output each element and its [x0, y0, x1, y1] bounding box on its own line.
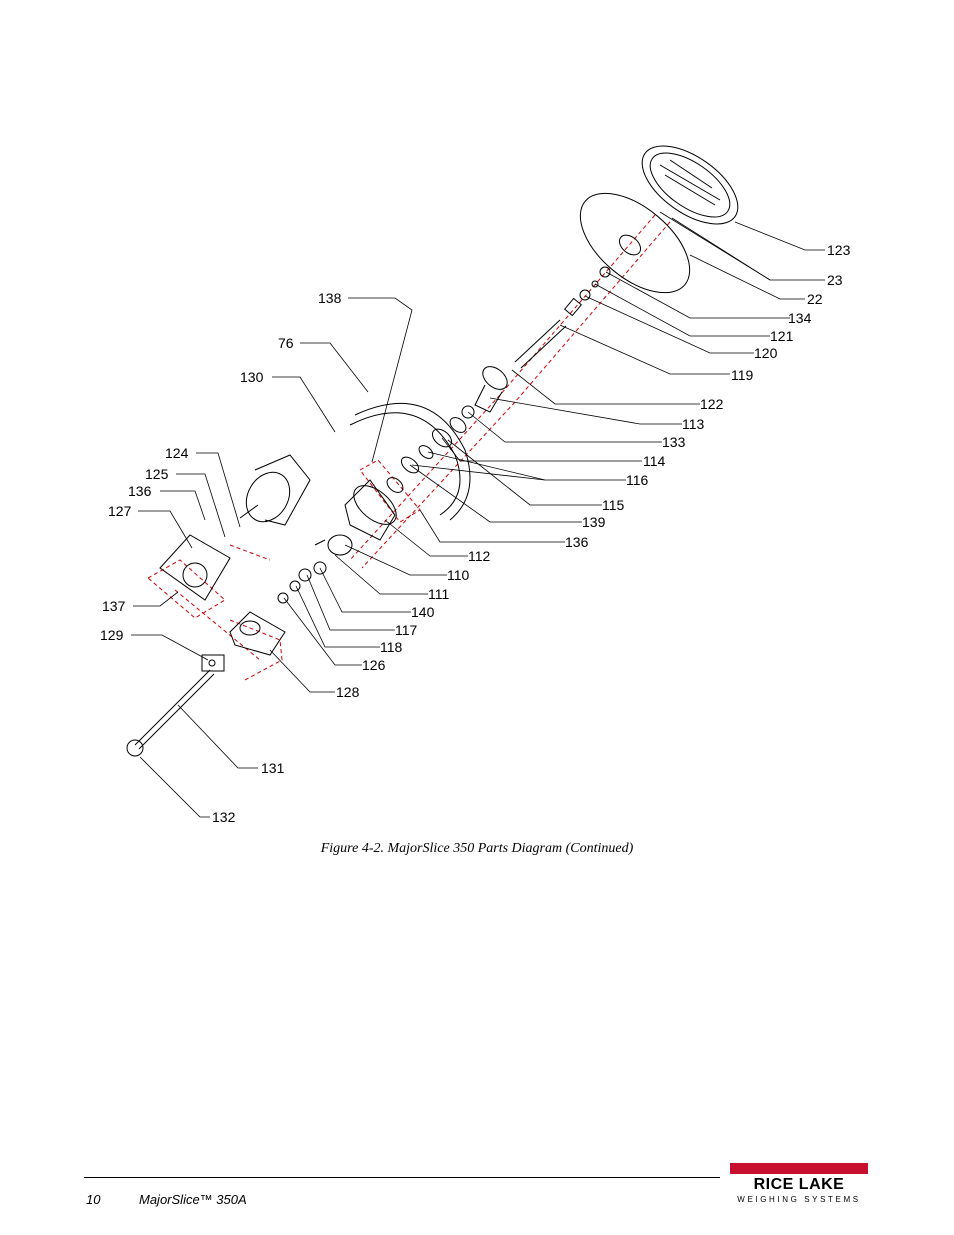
guard-plate — [641, 145, 739, 225]
callout-126: 126 — [362, 657, 386, 673]
callout-130: 130 — [240, 369, 264, 385]
motor — [239, 454, 311, 526]
rice-lake-logo: RICE LAKE WEIGHING SYSTEMS — [730, 1163, 868, 1209]
exploded-assembly-drawing — [126, 145, 739, 757]
callout-114: 114 — [643, 453, 666, 469]
page-number: 10 — [86, 1192, 101, 1207]
callout-131: 131 — [261, 760, 285, 776]
footer-rule — [84, 1177, 720, 1178]
callout-123: 123 — [827, 242, 851, 258]
callout-128: 128 — [336, 684, 360, 700]
callout-76: 76 — [278, 335, 294, 351]
document-name: MajorSlice™ 350A — [139, 1192, 247, 1207]
callout-136-left: 136 — [128, 483, 152, 499]
logo-wordmark: RICE LAKE — [753, 1176, 845, 1193]
callout-120: 120 — [754, 345, 778, 361]
callout-136-right: 136 — [565, 534, 589, 550]
callout-110: 110 — [447, 567, 470, 583]
figure-caption: Figure 4-2. MajorSlice 350 Parts Diagram… — [320, 841, 634, 856]
callout-132: 132 — [212, 809, 236, 825]
callout-118: 118 — [380, 639, 403, 655]
callout-112: 112 — [468, 548, 491, 564]
brackets — [159, 534, 286, 672]
callout-138: 138 — [318, 290, 342, 306]
callout-125: 125 — [145, 466, 169, 482]
logo-red-bar — [730, 1163, 868, 1174]
gears — [277, 534, 353, 604]
parts-diagram: 123 23 22 134 121 120 119 122 113 133 11… — [100, 145, 851, 825]
callout-129: 129 — [100, 627, 124, 643]
callout-122: 122 — [700, 396, 724, 412]
callout-139: 139 — [582, 514, 606, 530]
callout-117: 117 — [395, 622, 418, 638]
callout-137: 137 — [102, 598, 126, 614]
callout-113: 113 — [682, 416, 705, 432]
callout-134: 134 — [788, 310, 812, 326]
callout-labels: 123 23 22 134 121 120 119 122 113 133 11… — [100, 242, 851, 825]
callout-140: 140 — [411, 604, 435, 620]
callout-119: 119 — [731, 367, 754, 383]
leader-lines — [131, 211, 825, 818]
callout-124: 124 — [165, 445, 189, 461]
logo-tagline: WEIGHING SYSTEMS — [737, 1195, 861, 1204]
callout-115: 115 — [602, 497, 625, 513]
blade — [579, 192, 691, 294]
callout-116: 116 — [626, 472, 649, 488]
callout-23: 23 — [827, 272, 843, 288]
callout-111: 111 — [428, 586, 449, 602]
callout-127: 127 — [108, 503, 132, 519]
callout-133: 133 — [662, 434, 686, 450]
rod-and-knob — [126, 669, 215, 757]
callout-22: 22 — [807, 291, 823, 307]
shaft-parts — [386, 266, 611, 493]
callout-121: 121 — [770, 328, 794, 344]
